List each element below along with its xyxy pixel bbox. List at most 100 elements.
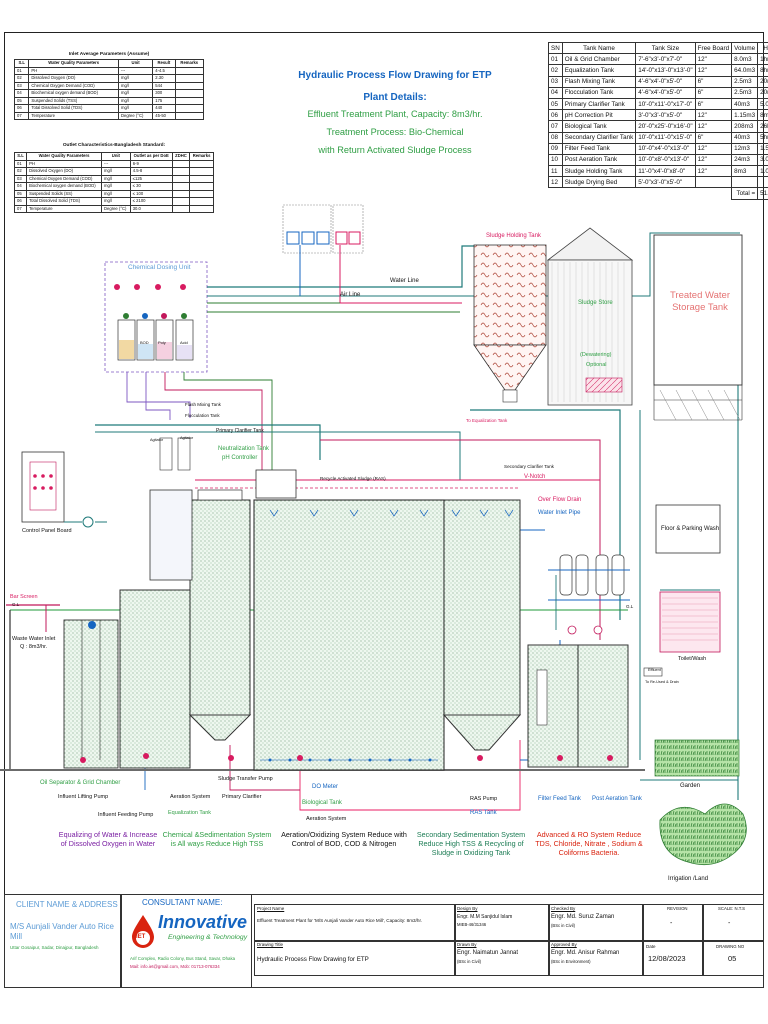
waste-water-inlet-label: Waste Water Inlet [12,636,56,642]
consultant-header: CONSULTANT NAME: [142,898,223,907]
water-line-label: Water Line [390,278,419,284]
irrigation-land-label: Irrigation /Land [668,876,709,882]
filter-feed-tank-label: Filter Feed Tank [538,796,581,802]
date-value: 12/08/2023 [648,954,686,963]
checked-by-name: Engr. Md. Suruz Zaman [551,914,615,920]
consultant-mail: Mail: info.iet@gmail.com, Mob: 01713-076… [130,964,220,969]
irrigation-land-area [659,803,747,866]
to-reuse-drain-label: To Re-Used & Drain [645,680,679,684]
design-by-name: Engr. M.M Sanjidul Islam [457,914,513,920]
outlet-table-caption: Outlet Characteristics-Bangladesh Standa… [62,143,166,148]
ras-tank-label: RAS Tank [470,810,497,816]
effluent-label: Effluent [648,668,661,672]
table-cell: Temperature [26,204,103,213]
instrument-panels [282,204,364,254]
consultant-cell [120,894,252,988]
influent-feeding-pump-label: Influent Feeding Pump [98,812,154,818]
equalization-tank-shape [119,589,191,769]
table-cell: 1.5hr. [757,142,768,155]
table-cell: 8m3 [731,165,759,178]
secondary-clarifier-label: Secondary Clarifier Tank [504,464,554,469]
revision-cell [642,904,704,942]
inlet-table-caption: Inlet Average Parameters (Assume) [68,52,150,57]
project-name: Effluent Treatment Plant for 'M/S Aunjal… [257,918,422,923]
dosing-tank-poly: Poly [158,340,166,345]
drawn-by-name: Engr. Naimatun Jannat [457,950,519,956]
checked-by-label: Checked By [551,906,576,911]
dosing-tank-acid: Acid [180,340,188,345]
approved-by-label: Approved By [551,942,577,947]
approved-by-cell [548,940,644,976]
primary-clarifier-tank-label: Primary Clarifier Tank [216,428,264,434]
treated-water-storage-label: Treated Water Storage Tank [669,290,730,313]
table-cell: 07 [13,111,30,120]
logo-mark: IET [136,934,146,940]
water-inlet-pipe-label: Water Inlet Pipe [538,510,581,516]
design-by-label: Design By [457,906,478,911]
aeration-system-label: Aeration System [170,794,211,800]
control-panel-board-label: Control Panel Board [22,528,72,534]
sludge-holding-tank-label: Sludge Holding Tank [486,233,541,239]
table-cell [171,204,191,213]
table-cell: 20'-0"x25'-0"x16'-0" [635,120,696,133]
table-cell: 26hr. [757,120,768,133]
ph-controller-label: pH Controller [222,455,258,461]
influent-lifting-pump-label: Influent Lifting Pump [58,794,109,800]
process-note: Advanced & RO System Reduce TDS, Chlorid… [535,830,643,857]
drawn-by-cell [454,940,550,976]
drawing-heading: Hydraulic Process Flow Drawing for ETP [298,70,492,81]
sludge-store-shed [546,227,634,406]
revision-value: - [670,920,673,927]
table-cell: Sludge Holding Tank [561,165,637,178]
approved-by-name: Engr. Md. Anisur Rahman [551,950,620,956]
table-cell: 10'-0"x4'-0"x13'-0" [635,142,696,155]
drawn-by-label: Drawn By [457,942,477,947]
scale-cell [702,904,764,942]
secondary-clarifier-tank-shape [443,499,521,716]
client-address: Uttar Gosaipur, Sadar, Dinajpur, Banglad… [10,945,99,950]
ground-level-label-right: G.L [626,604,634,609]
table-cell: 11'-0"x4'-0"x8'-0" [635,165,696,178]
neutralization-tank-label: Neutralization Tank [218,446,269,452]
dewatering-label: (Dewatering) [580,352,612,358]
bar-screen-label: Bar Screen [10,594,38,600]
garden-area [654,739,740,777]
table-cell: 3.0hr. [757,153,768,167]
checked-by-cell [548,904,644,942]
primary-clarifier-tank-shape [189,499,251,716]
air-line-label: Air Line [340,292,361,298]
ground-level-label: G.L [12,602,20,607]
table-cell: 40m3 [731,131,759,144]
over-flow-drain-label: Over Flow Drain [538,497,582,503]
project-name-label: Project Name [257,906,285,911]
date-label: Date [646,944,656,949]
sludge-holding-tank-shape [473,244,547,403]
table-cell: 1.0hr. [757,165,768,178]
table-cell [189,204,214,213]
total-label: Total = [731,187,759,200]
v-notch-label: V-Notch [524,474,546,480]
consultant-sub: Engineering & Technology [168,934,248,941]
consultant-logo-icon: IET [130,914,156,948]
client-name: M/S Aunjali Vander Auto Rice Mill [10,922,114,941]
table-cell: 10'-0"x8'-0"x13'-0" [635,153,696,167]
post-aeration-tank-label: Post Aeration Tank [592,796,642,802]
treated-water-storage-tank-shape [653,234,743,386]
aeration-system-label-2: Aeration System [306,816,347,822]
to-equalization-tank-label: To Equalization Tank [466,418,508,423]
drawing-no-value: 05 [728,954,737,963]
scale-value: - [728,920,731,927]
total-value: 51.5hr. [757,187,768,200]
chemical-tanks [114,284,194,361]
